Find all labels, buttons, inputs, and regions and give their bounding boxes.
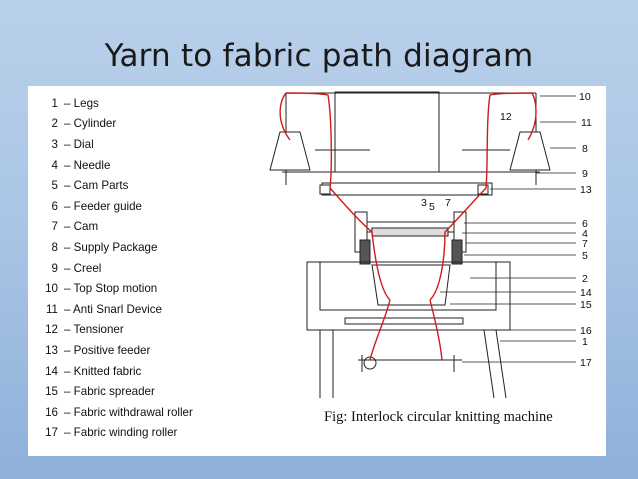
- legend-item: 16 – Fabric withdrawal roller: [34, 402, 274, 423]
- legend-number: 2: [51, 117, 58, 131]
- cam-part-left: [359, 239, 371, 265]
- legend-label: – Needle: [64, 158, 111, 172]
- legend-number: 13: [45, 343, 58, 357]
- slide-title: Yarn to fabric path diagram: [104, 38, 534, 74]
- legend-item: 10 – Top Stop motion: [34, 278, 274, 299]
- legend-item: 3 – Dial: [34, 134, 274, 155]
- legend-number: 4: [51, 158, 58, 172]
- callout-9: 9: [582, 168, 588, 180]
- legend-label: – Cylinder: [64, 117, 117, 131]
- legend-label: – Cam Parts: [64, 179, 129, 193]
- legend-item: 17 – Fabric winding roller: [34, 423, 274, 444]
- leg-right-inner: [483, 329, 495, 399]
- legend-item: 7 – Cam: [34, 217, 274, 238]
- yarn-path: [279, 92, 537, 361]
- callout-1: 1: [582, 336, 588, 348]
- yarn-path-left: [279, 92, 391, 301]
- legend-number: 17: [45, 426, 58, 440]
- callout-11: 11: [581, 117, 592, 129]
- callout-10: 10: [579, 91, 591, 103]
- withdrawal-roller: [344, 317, 464, 325]
- legend-item: 14 – Knitted fabric: [34, 361, 274, 382]
- callout-16: 16: [580, 325, 592, 337]
- callout-5: 5: [582, 250, 588, 262]
- callout-4: 4: [582, 228, 588, 240]
- legend-number: 1: [51, 96, 58, 110]
- legend-label: – Tensioner: [64, 323, 124, 337]
- legend-item: 13 – Positive feeder: [34, 340, 274, 361]
- legend-item: 6 – Feeder guide: [34, 196, 274, 217]
- callout-12: 12: [500, 111, 512, 123]
- legend-item: 12 – Tensioner: [34, 320, 274, 341]
- legend-item: 11 – Anti Snarl Device: [34, 299, 274, 320]
- legend-number: 11: [45, 302, 58, 316]
- winding-roller: [363, 356, 377, 370]
- legend-item: 5 – Cam Parts: [34, 175, 274, 196]
- legend-item: 2 – Cylinder: [34, 114, 274, 135]
- parts-legend: 1– Legs 2– Cylinder 3– Dial 4– Needle 5–…: [34, 93, 274, 443]
- legend-item: 4 – Needle: [34, 155, 274, 176]
- legend-number: 5: [51, 179, 58, 193]
- positive-feeder-left: [319, 184, 331, 195]
- top-column: [334, 91, 440, 173]
- legend-label: – Legs: [64, 96, 99, 110]
- legend-label: – Cam: [64, 220, 99, 234]
- callout-3: 3: [421, 197, 427, 209]
- legend-label: – Fabric withdrawal roller: [64, 405, 193, 419]
- fabric-path-left: [369, 299, 391, 361]
- figure-caption: Fig: Interlock circular knitting machine: [324, 409, 553, 425]
- legend-label: – Dial: [64, 137, 94, 151]
- legend-label: – Supply Package: [64, 240, 158, 254]
- supply-package-left: [269, 131, 311, 171]
- legend-number: 6: [51, 199, 58, 213]
- legend-label: – Knitted fabric: [64, 364, 142, 378]
- callout-lines: [440, 95, 576, 363]
- fabric-path-right: [429, 299, 443, 361]
- callout-labels: 10 11 8 9 13 6 4 7 5 2 14 15 16 1 17 12 …: [421, 91, 592, 369]
- legend-number: 14: [45, 364, 58, 378]
- legend-label: – Top Stop motion: [64, 282, 158, 296]
- legend-label: – Anti Snarl Device: [64, 302, 162, 316]
- callout-7-top: 7: [445, 197, 451, 209]
- knitted-fabric: [371, 264, 451, 306]
- legend-item: 8 – Supply Package: [34, 237, 274, 258]
- callout-8: 8: [582, 143, 588, 155]
- legend-number: 10: [45, 282, 58, 296]
- legend-number: 8: [51, 240, 58, 254]
- legend-number: 7: [51, 220, 58, 234]
- legend-label: – Feeder guide: [64, 199, 142, 213]
- callout-14: 14: [580, 287, 592, 299]
- legend-number: 3: [51, 137, 58, 151]
- dial-needles: [371, 227, 449, 237]
- legend-item: 15 – Fabric spreader: [34, 381, 274, 402]
- callout-17: 17: [580, 357, 592, 369]
- yarn-path-right: [429, 92, 537, 301]
- leg-right: [495, 329, 507, 399]
- legend-item: 1 – Legs: [34, 93, 274, 114]
- callout-15: 15: [580, 299, 592, 311]
- callout-13: 13: [580, 184, 592, 196]
- supply-package-right: [509, 131, 551, 171]
- positive-feeder-right: [477, 184, 489, 195]
- callout-5-top: 5: [429, 201, 435, 213]
- callout-2: 2: [582, 273, 588, 285]
- legend-label: – Positive feeder: [64, 343, 151, 357]
- legend-number: 15: [45, 385, 58, 399]
- cam-part-right: [451, 239, 463, 265]
- positive-feeder-rail: [321, 182, 493, 196]
- legend-number: 16: [45, 405, 58, 419]
- callout-6: 6: [582, 218, 588, 230]
- legend-label: – Fabric spreader: [64, 385, 155, 399]
- legend-number: 9: [51, 261, 58, 275]
- legend-label: – Creel: [64, 261, 102, 275]
- legend-item: 9 – Creel: [34, 258, 274, 279]
- callout-7: 7: [582, 238, 588, 250]
- legend-label: – Fabric winding roller: [64, 426, 178, 440]
- legend-number: 12: [45, 323, 58, 337]
